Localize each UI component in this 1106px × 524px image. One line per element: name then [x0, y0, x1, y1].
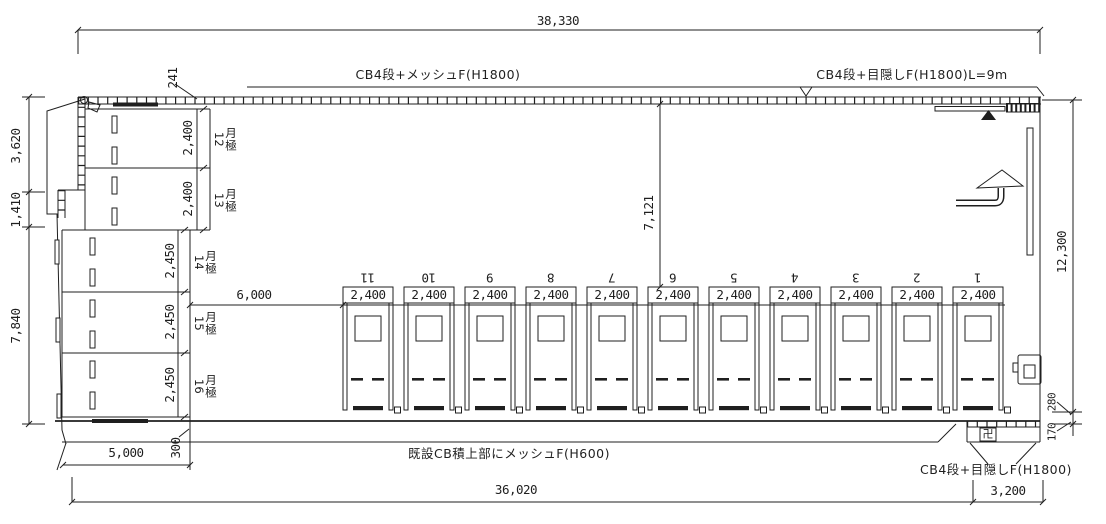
stall-dim: 2,400 — [777, 286, 813, 302]
bottom-right-fence — [966, 420, 1041, 465]
row-number: 13 — [212, 192, 226, 208]
stall-number: 10 — [421, 270, 437, 286]
stall-number: 4 — [791, 270, 799, 286]
stall-dim: 2,400 — [716, 286, 752, 302]
bottom-dimension-chain — [56, 428, 1047, 506]
stall-number: 5 — [730, 270, 738, 286]
stall-dim: 2,400 — [411, 286, 447, 302]
manji-symbol: 卍 — [982, 427, 994, 441]
stall-dim: 2,400 — [838, 286, 874, 302]
right-dimension-chain — [1042, 96, 1082, 436]
stall-number: 3 — [852, 270, 860, 286]
dim-left-upper: 3,620 — [7, 128, 23, 164]
parking-stalls — [342, 286, 1011, 414]
label-top-mesh-fence: CB4段+メッシュF(H1800) — [355, 66, 521, 82]
row-number: 12 — [212, 131, 226, 147]
top-fence — [78, 96, 1041, 105]
left-fence — [57, 97, 86, 218]
fence-label-leader — [174, 83, 1045, 100]
signboard — [1026, 127, 1034, 256]
stall-number: 6 — [669, 270, 677, 286]
row-number: 16 — [192, 378, 206, 394]
row-dim: 2,450 — [161, 367, 177, 403]
row-dim: 2,400 — [179, 120, 195, 156]
gate — [934, 103, 1040, 120]
dim-aisle-width: 6,000 — [236, 286, 272, 302]
fee-machine — [1012, 354, 1042, 385]
dim-right-offset-a: 280 — [1045, 392, 1059, 412]
entry-arrow — [956, 169, 1025, 207]
row-number: 15 — [192, 315, 206, 331]
label-top-privacy-fence: CB4段+目隠しF(H1800)L=9m — [816, 66, 1008, 82]
dim-bottom-overall: 36,020 — [494, 481, 538, 497]
stall-number: 9 — [486, 270, 494, 286]
dim-right-offset-b: 170 — [1045, 422, 1059, 442]
row-type: 月極 — [204, 249, 218, 275]
dim-fence-offset: 241 — [164, 67, 180, 89]
stall-dim: 2,400 — [960, 286, 996, 302]
stall-number: 8 — [547, 270, 555, 286]
dim-overall-top: 38,330 — [536, 12, 580, 28]
utility-pole — [80, 96, 101, 113]
bottom-boundary — [55, 420, 1040, 443]
row-number: 14 — [192, 254, 206, 270]
row-dim: 2,450 — [161, 243, 177, 279]
dim-bottom-right: 3,200 — [990, 482, 1026, 498]
dim-aisle-depth: 7,121 — [640, 195, 656, 231]
existing-wall-bars — [92, 102, 158, 423]
row-type: 月極 — [224, 126, 238, 152]
left-parking-rows — [61, 105, 211, 470]
stall-dim: 2,400 — [594, 286, 630, 302]
row-dim: 2,450 — [161, 304, 177, 340]
stall-dim: 2,400 — [899, 286, 935, 302]
top-dimension-line — [74, 26, 1044, 54]
stall-dim: 2,400 — [350, 286, 386, 302]
row-dim: 2,400 — [179, 181, 195, 217]
stall-dim: 2,400 — [533, 286, 569, 302]
stall-dim: 2,400 — [655, 286, 691, 302]
dim-left-lower: 7,840 — [7, 308, 23, 344]
row-type: 月極 — [204, 310, 218, 336]
dim-bottom-left-gap: 300 — [167, 437, 183, 459]
aisle-depth-line — [656, 100, 664, 291]
stall-number: 2 — [913, 270, 921, 286]
stall-number: 7 — [608, 270, 616, 286]
left-boundary — [46, 98, 86, 445]
dim-bottom-left-width: 5,000 — [108, 444, 144, 460]
row-type: 月極 — [204, 373, 218, 399]
label-bottom-existing-fence: 既設CB積上部にメッシュF(H600) — [407, 445, 611, 461]
row-type: 月極 — [224, 187, 238, 213]
dim-left-mid: 1,410 — [7, 192, 23, 228]
label-bottom-privacy-fence: CB4段+目隠しF(H1800) — [920, 461, 1072, 477]
stall-dim: 2,400 — [472, 286, 508, 302]
left-dimension-chain — [22, 93, 45, 428]
dim-right-overall: 12,300 — [1053, 230, 1069, 274]
stall-number: 11 — [360, 270, 376, 286]
stall-number: 1 — [974, 270, 982, 286]
